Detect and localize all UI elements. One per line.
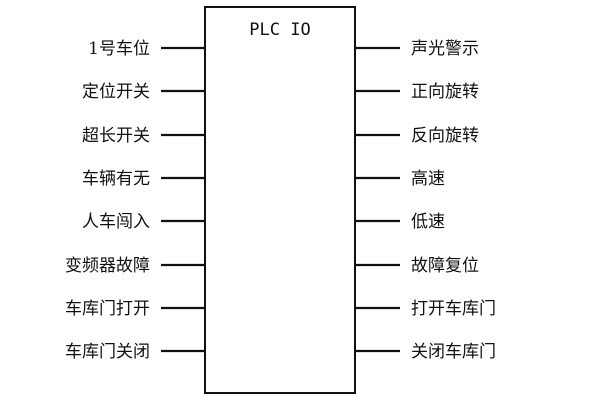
output-pin-label: 正向旋转	[411, 82, 479, 102]
plc-title: PLC IO	[249, 20, 310, 40]
input-pin-label: 1号车位	[88, 39, 150, 59]
input-pin-label: 定位开关	[82, 82, 150, 102]
input-pin-label: 变频器故障	[65, 256, 150, 276]
input-pin-label: 车库门关闭	[65, 342, 150, 362]
output-pin-label: 反向旋转	[411, 126, 479, 146]
output-pin-label: 低速	[411, 212, 445, 232]
input-pin-label: 超长开关	[82, 126, 150, 146]
output-pin-label: 声光警示	[411, 39, 479, 59]
output-pin-label: 故障复位	[411, 256, 479, 276]
output-pin-label: 打开车库门	[411, 299, 496, 319]
output-pin-label: 高速	[411, 169, 445, 189]
input-pin-label: 车辆有无	[82, 169, 150, 189]
plc-box	[204, 6, 356, 394]
input-pin-label: 车库门打开	[65, 299, 150, 319]
input-pin-label: 人车闯入	[82, 212, 150, 232]
output-pin-label: 关闭车库门	[411, 342, 496, 362]
